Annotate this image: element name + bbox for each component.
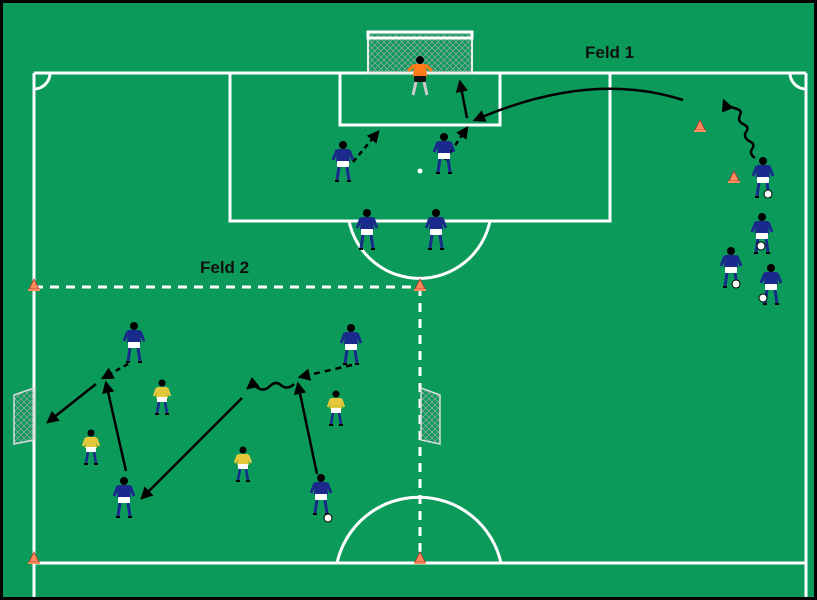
pitch-surface — [3, 3, 814, 597]
label-field2: Feld 2 — [200, 258, 249, 277]
pitch-lines — [32, 71, 808, 597]
field2-boundary — [34, 285, 422, 563]
small-goal-right-icon — [420, 386, 441, 445]
small-goal-left-icon — [13, 386, 35, 445]
penalty-spot — [417, 168, 423, 174]
label-field1: Feld 1 — [585, 43, 634, 62]
arrow-icon — [46, 79, 756, 500]
